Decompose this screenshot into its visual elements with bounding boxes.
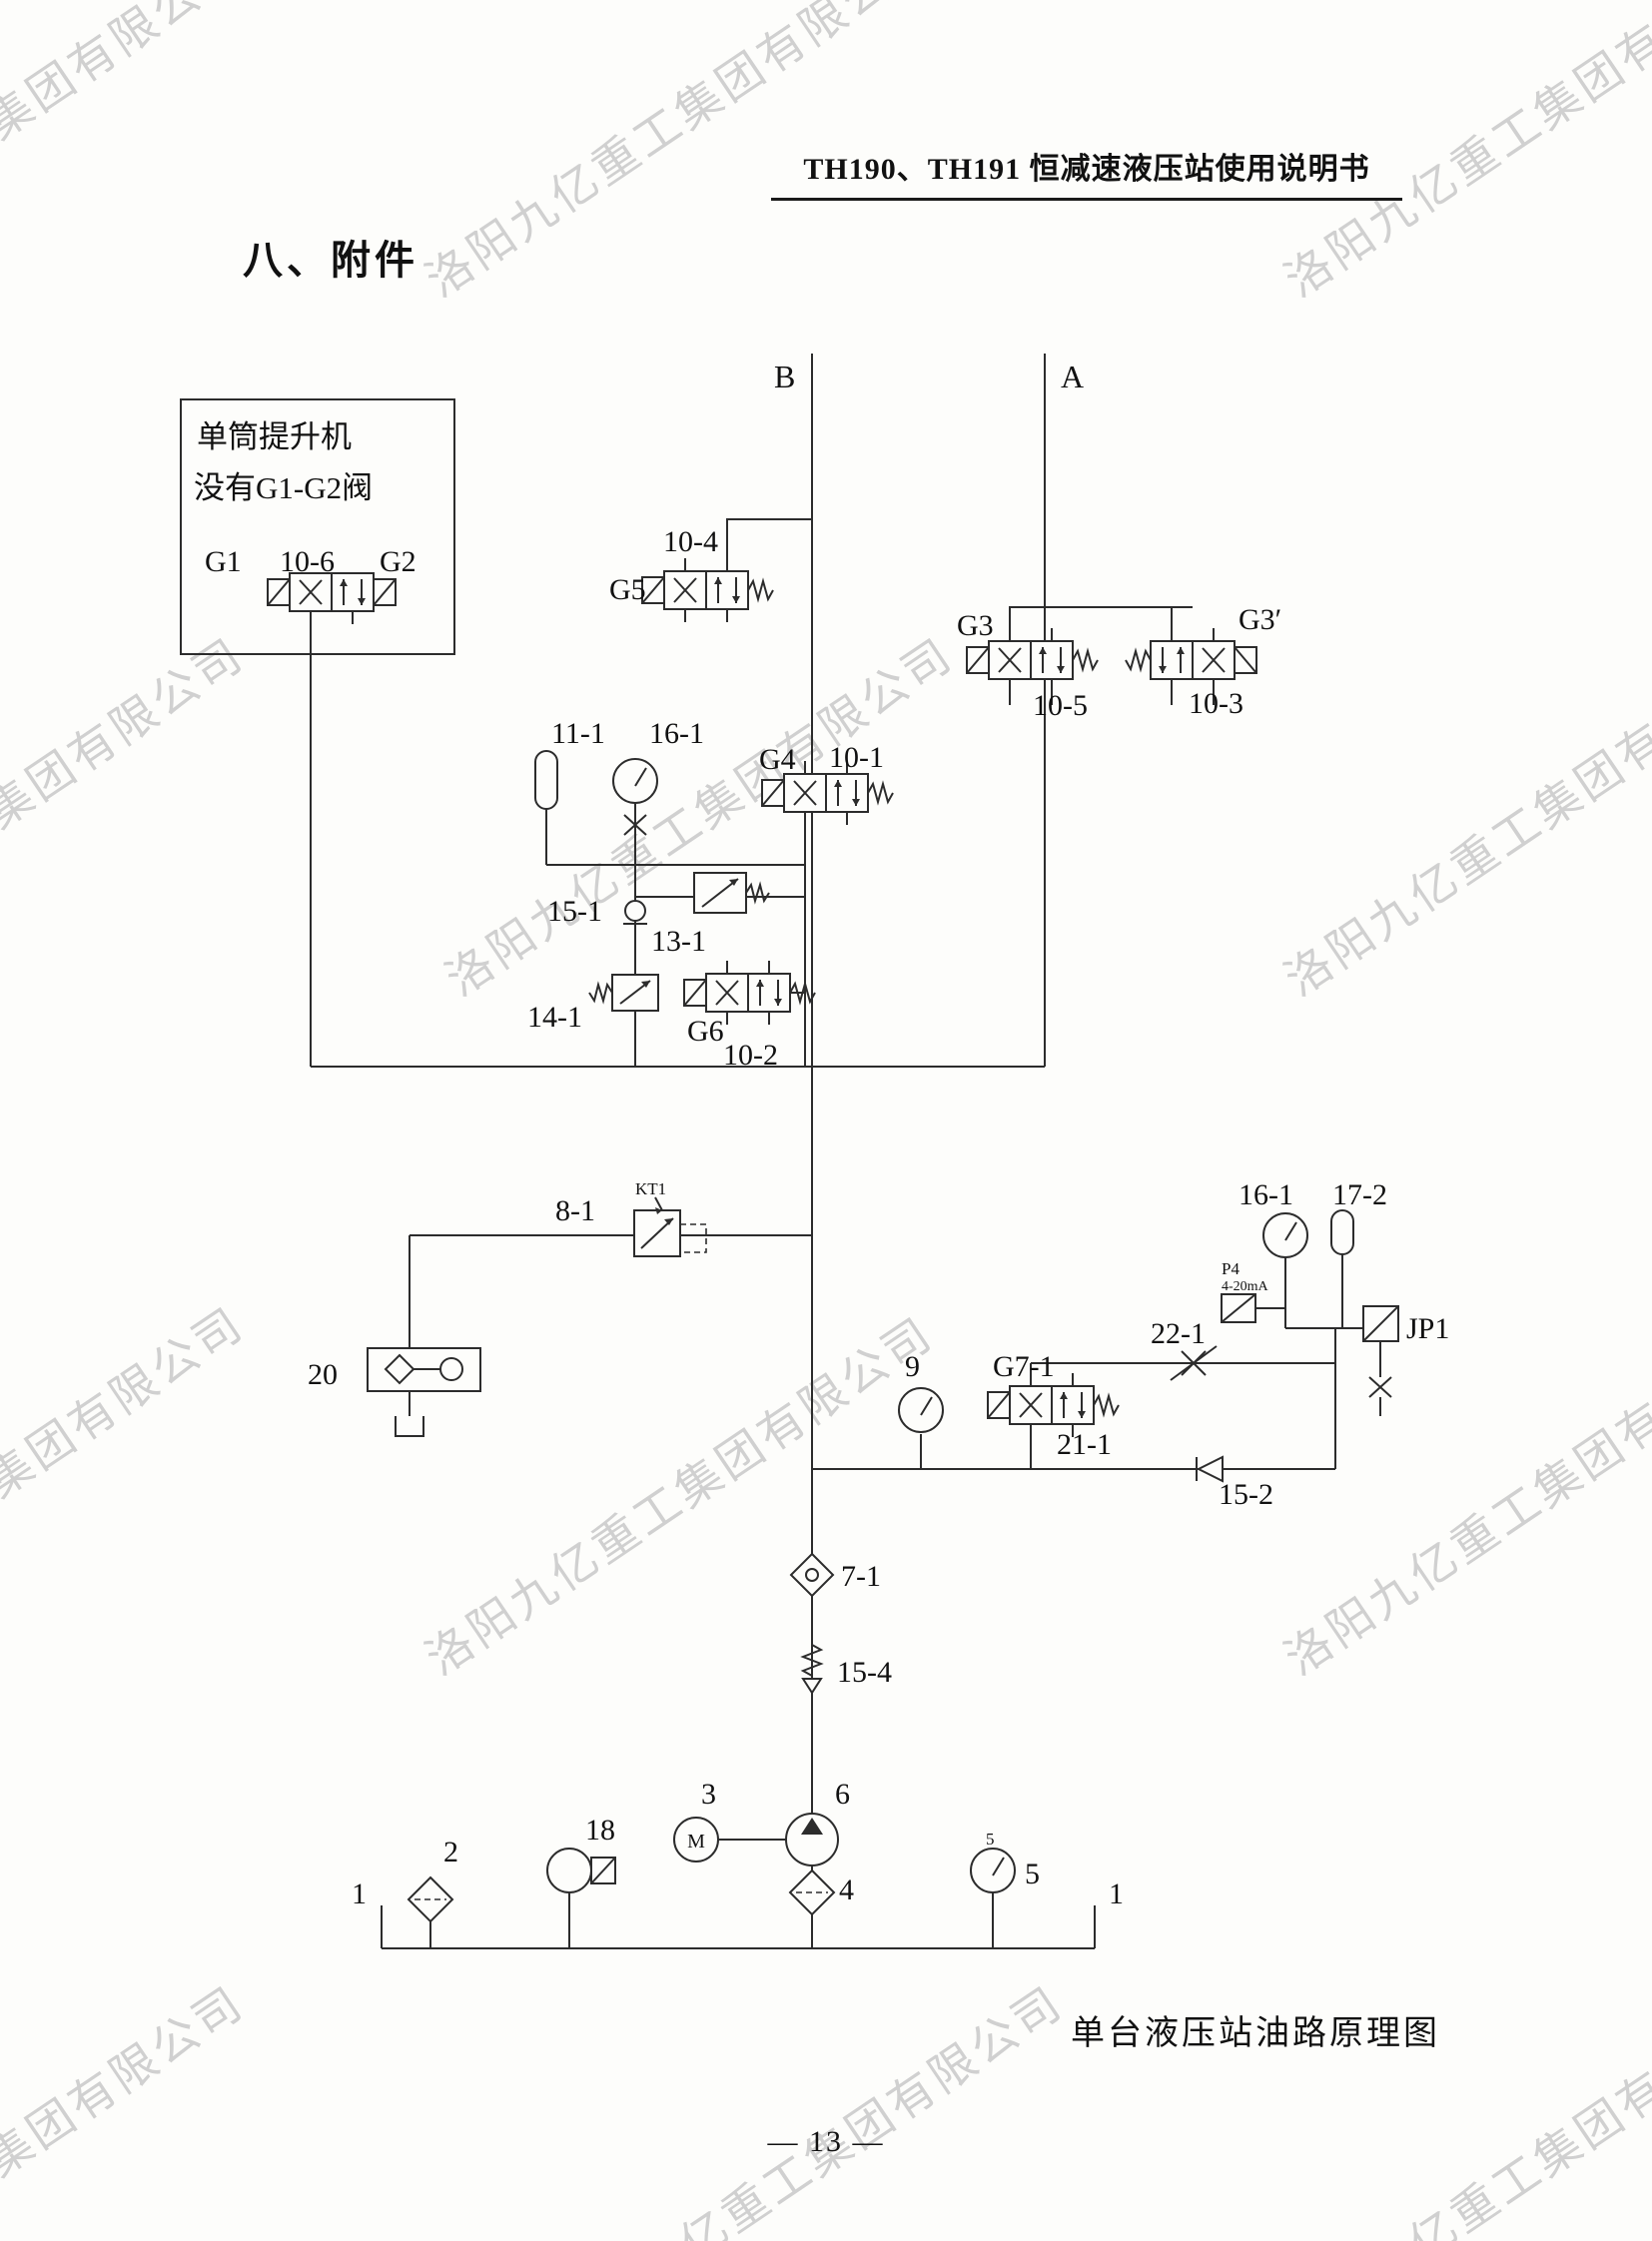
section-title: 八、附件 [243, 238, 418, 283]
label-5: 5 [1025, 1858, 1040, 1890]
accumulator-11-1 [534, 750, 558, 810]
check-valve-15-2 [1196, 1455, 1224, 1483]
label-2: 2 [443, 1836, 458, 1868]
label-10-6: 10-6 [280, 545, 335, 578]
label-16-1b: 16-1 [1239, 1178, 1293, 1211]
label-g3p: G3′ [1239, 603, 1281, 636]
valve-g3p-10-3 [1125, 627, 1257, 693]
valve-14-1 [588, 974, 659, 1012]
pipe-lines [310, 354, 1381, 1949]
pressure-transmitter-p4 [1221, 1293, 1256, 1323]
label-22-1: 22-1 [1151, 1317, 1206, 1350]
label-7-1: 7-1 [841, 1560, 881, 1593]
check-valve-15-1 [623, 900, 647, 925]
label-g6: G6 [687, 1015, 724, 1048]
label-13-1: 13-1 [651, 925, 706, 958]
doc-header-title: TH190、TH191 恒减速液压站使用说明书 [771, 144, 1402, 201]
label-10-3: 10-3 [1189, 687, 1243, 720]
pressure-gauge-16-1b [1262, 1212, 1308, 1258]
circulation-unit-20 [367, 1347, 481, 1392]
air-filter-2 [407, 1875, 454, 1923]
label-g4: G4 [759, 743, 796, 776]
label-9: 9 [905, 1350, 920, 1383]
label-15-1: 15-1 [547, 895, 602, 928]
label-10-4: 10-4 [663, 525, 718, 558]
relief-valve-15-4 [800, 1644, 824, 1695]
valve-13-1 [693, 872, 770, 914]
figure-caption: 单台液压站油路原理图 [1071, 2015, 1440, 2052]
label-1-right: 1 [1109, 1877, 1124, 1910]
schematic-labels: B A 单筒提升机 没有G1-G2阀 G1 10-6 G2 10-4 G5 G3… [194, 359, 1449, 1910]
note-line1: 单筒提升机 [197, 419, 352, 454]
label-g3: G3 [957, 609, 994, 642]
check-valve-7-1 [789, 1552, 835, 1598]
filter-4 [788, 1868, 836, 1916]
label-20: 20 [308, 1358, 338, 1391]
motor-m-glyph: M [687, 1831, 705, 1853]
valve-g1-g2-10-6 [267, 572, 397, 625]
motor-3 [673, 1817, 719, 1863]
throttle-22-1 [1170, 1345, 1218, 1381]
thermometer-5 [970, 1848, 1016, 1893]
label-15-2: 15-2 [1219, 1478, 1273, 1511]
port-b-label: B [774, 359, 795, 394]
label-g1: G1 [205, 545, 242, 578]
label-g5: G5 [609, 573, 646, 606]
label-1-left: 1 [352, 1877, 367, 1910]
level-gauge-18 [546, 1848, 616, 1893]
label-18: 18 [585, 1814, 615, 1847]
label-11-1: 11-1 [551, 717, 605, 750]
port-a-label: A [1061, 359, 1084, 394]
label-10-1: 10-1 [829, 741, 884, 774]
junction-jp1 [1362, 1305, 1399, 1398]
label-6: 6 [835, 1778, 850, 1811]
label-5-small: 5 [986, 1830, 995, 1849]
note-box [180, 398, 455, 655]
label-4-20ma: 4-20mA [1222, 1279, 1269, 1294]
note-line2: 没有G1-G2阀 [194, 470, 373, 505]
pressure-gauge-9 [898, 1387, 944, 1433]
label-g2: G2 [380, 545, 416, 578]
label-14-1: 14-1 [527, 1001, 582, 1034]
label-10-2: 10-2 [723, 1039, 778, 1072]
valve-8-1 [633, 1196, 707, 1257]
label-15-4: 15-4 [837, 1656, 892, 1689]
label-8-1: 8-1 [555, 1194, 595, 1227]
label-21-1: 21-1 [1057, 1428, 1112, 1461]
label-4: 4 [839, 1873, 854, 1906]
label-g7-1: G7-1 [993, 1350, 1055, 1383]
label-16-1: 16-1 [649, 717, 704, 750]
accumulator-17-2 [1330, 1209, 1354, 1255]
valve-g5-10-4 [641, 557, 774, 623]
label-10-5: 10-5 [1033, 689, 1088, 722]
label-jp1: JP1 [1406, 1312, 1449, 1345]
label-kt1: KT1 [635, 1179, 666, 1198]
label-3: 3 [701, 1778, 716, 1811]
pump-6 [785, 1813, 839, 1867]
page-number: — 13 — [767, 2125, 885, 2158]
label-17-2: 17-2 [1332, 1178, 1387, 1211]
label-p4: P4 [1222, 1259, 1239, 1278]
